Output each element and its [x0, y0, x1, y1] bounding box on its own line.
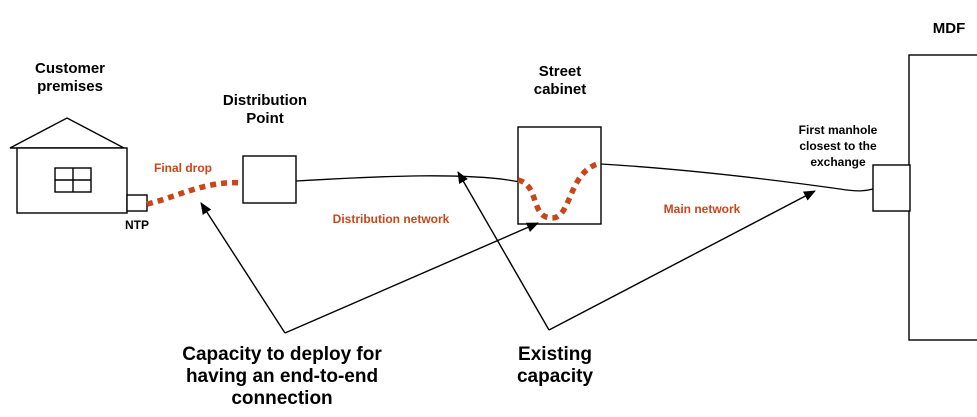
main-network-label: Main network [663, 202, 741, 216]
final-drop-label: Final drop [154, 161, 212, 175]
capacity-to-deploy-arrows [200, 202, 539, 334]
street-cabinet-box [517, 126, 602, 225]
ntp-label: NTP [125, 218, 149, 232]
existing-capacity-arrows [457, 171, 816, 331]
distribution-network-cable [295, 175, 521, 183]
first-manhole-box [872, 164, 911, 212]
mdf-building [908, 54, 977, 341]
ntp-box [126, 194, 148, 212]
mdf-label: MDF [932, 20, 966, 37]
house-icon [9, 117, 128, 214]
distribution-network-label: Distribution network [332, 212, 450, 226]
final-drop-cable [146, 179, 244, 207]
distribution-point-box [242, 155, 297, 204]
main-network-cable [600, 163, 874, 192]
